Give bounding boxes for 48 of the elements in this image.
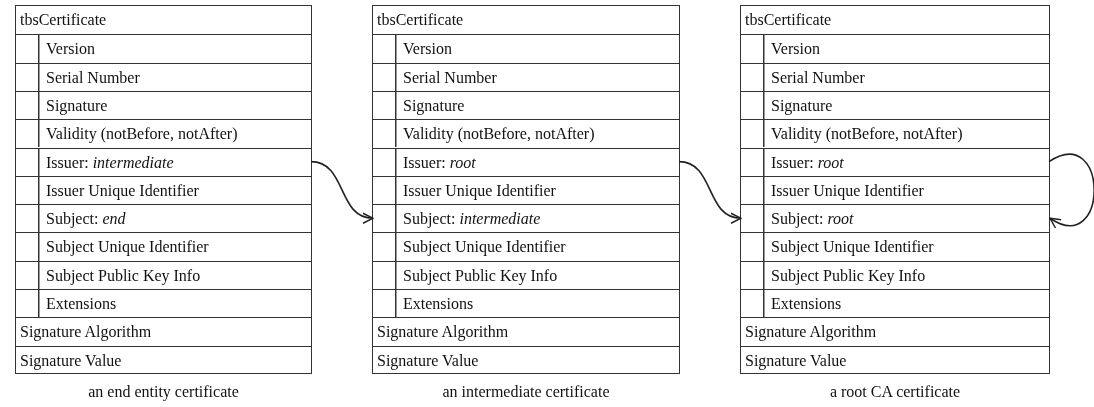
field-row: Extensions: [741, 289, 1049, 318]
field-row: tbsCertificate: [373, 6, 679, 35]
field-row: Signature: [16, 90, 311, 120]
field-row: Issuer Unique Identifier: [741, 175, 1049, 205]
field-row: Signature Value: [373, 345, 679, 374]
field-row: Extensions: [373, 289, 679, 318]
field-row: Extensions: [16, 289, 311, 318]
field-row: Serial Number: [16, 62, 311, 91]
field-row: Serial Number: [373, 62, 679, 91]
field-row: Issuer Unique Identifier: [373, 175, 679, 205]
field-row: Signature Value: [16, 345, 311, 374]
certificate-table: [372, 5, 680, 375]
table-label: an intermediate certificate: [441, 382, 611, 401]
field-row: Signature: [373, 90, 679, 120]
field-row: Subject Unique Identifier: [741, 232, 1049, 261]
field-row: Issuer Unique Identifier: [16, 175, 311, 205]
certificate-table: [740, 5, 1050, 375]
field-row: Version: [373, 34, 679, 63]
field-row: tbsCertificate: [16, 6, 311, 35]
field-row: Version: [16, 34, 311, 63]
arrow: [310, 160, 374, 223]
field-row: Validity (notBefore, notAfter): [16, 119, 311, 148]
field-row: Signature: [741, 90, 1049, 120]
field-row: Signature Algorithm: [373, 317, 679, 346]
field-row: Serial Number: [741, 62, 1049, 91]
field-row: Subject Public Key Info: [373, 260, 679, 289]
field-row: Subject Public Key Info: [16, 260, 311, 289]
field-row: Version: [741, 34, 1049, 63]
field-row: Validity (notBefore, notAfter): [373, 119, 679, 148]
arrow: [1048, 153, 1094, 228]
field-row: Issuer: intermediate: [16, 147, 311, 176]
field-row: Issuer: root: [373, 147, 679, 176]
table-label: an end entity certificate: [87, 382, 240, 401]
field-row: Subject Unique Identifier: [16, 232, 311, 261]
field-row: Signature Value: [741, 345, 1049, 374]
field-row: Subject Public Key Info: [741, 260, 1049, 289]
field-row: Signature Algorithm: [741, 317, 1049, 346]
field-row: Subject: end: [16, 204, 311, 233]
field-row: Issuer: root: [741, 147, 1049, 176]
field-row: Validity (notBefore, notAfter): [741, 119, 1049, 148]
table-label: a root CA certificate: [828, 382, 962, 401]
field-row: Subject Unique Identifier: [373, 232, 679, 261]
arrow: [678, 160, 742, 223]
field-row: Subject: root: [741, 204, 1049, 233]
field-row: Signature Algorithm: [16, 317, 311, 346]
certificate-table: [15, 5, 312, 375]
field-row: Subject: intermediate: [373, 204, 679, 233]
field-row: tbsCertificate: [741, 6, 1049, 35]
